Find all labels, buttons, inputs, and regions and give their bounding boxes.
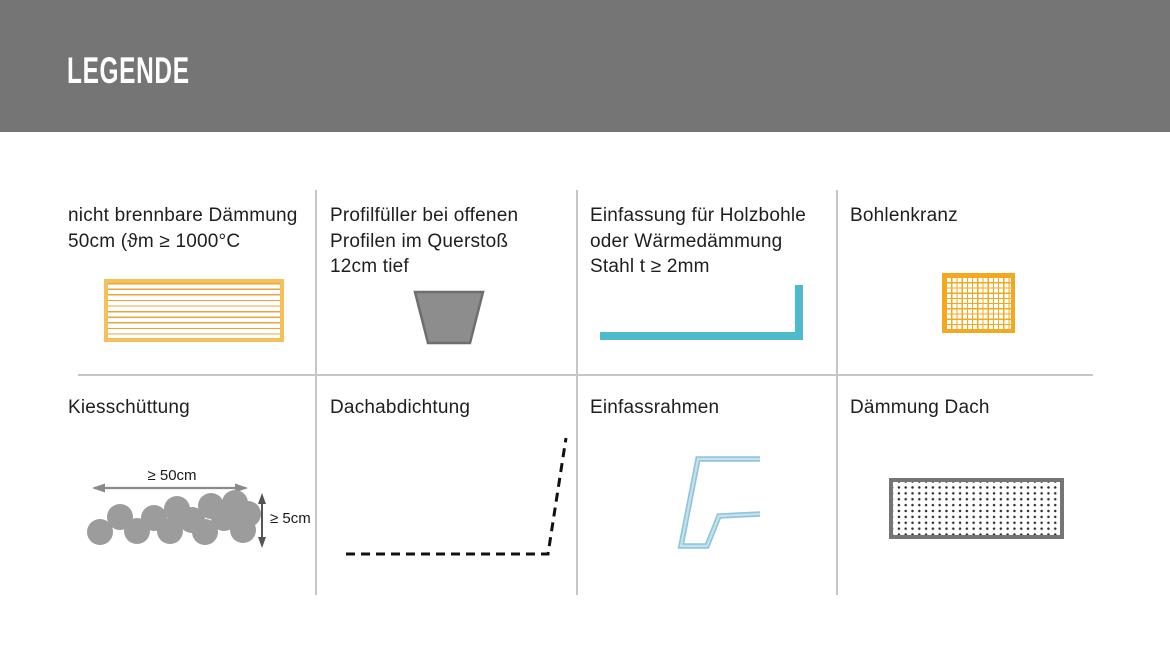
gravel-circles-icon: ≥ 50cm ≥ 5cm [87, 467, 311, 548]
teal-angle-profile-icon [600, 285, 803, 340]
legend-item-einfassung-label: Einfassung für Holzbohle oder Wärmedämmu… [590, 205, 807, 277]
legend-item-einfassrahmen-label: Einfassrahmen [590, 397, 720, 418]
legend-item-dachabdichtung-label: Dachabdichtung [330, 397, 471, 418]
vertical-divider-3 [836, 190, 838, 595]
yellow-hatched-rectangle-icon [104, 279, 284, 342]
horizontal-divider [78, 374, 1093, 376]
gravel-cluster [87, 490, 261, 545]
vertical-divider-1 [315, 190, 317, 595]
width-dimension-label: ≥ 50cm [147, 467, 196, 484]
light-blue-f-profile-icon [677, 456, 761, 549]
gray-dotted-rectangle-icon [889, 478, 1064, 539]
legend-item-bohlenkranz-label: Bohlenkranz [850, 205, 958, 226]
legend-item-profilfueller-label: Profilfüller bei offenen Profilen im Que… [330, 205, 519, 277]
legend-item-daemmung-dach-label: Dämmung Dach [850, 397, 990, 418]
orange-grid-rectangle-icon [942, 273, 1015, 333]
vertical-divider-2 [576, 190, 578, 595]
gray-trapezoid-icon [413, 290, 485, 345]
black-dashed-line-icon [346, 437, 568, 556]
legend-item-kiesschuettung-label: Kiesschüttung [68, 397, 190, 418]
legend-item-nicht-brennbare-daemmung-label: nicht brennbare Dämmung 50cm (ϑm ≥ 1000°… [68, 205, 298, 252]
page-title: LEGENDE [67, 50, 190, 91]
header-band: LEGENDE [0, 0, 1170, 132]
height-dimension-label: ≥ 5cm [270, 510, 311, 527]
